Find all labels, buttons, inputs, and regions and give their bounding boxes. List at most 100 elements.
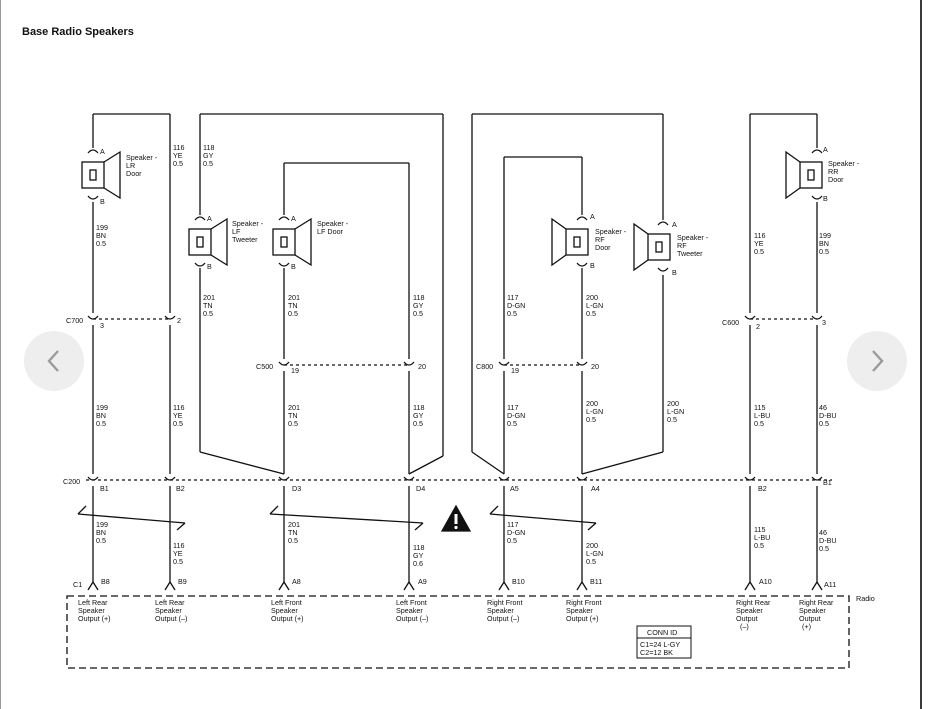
svg-text:Speaker -: Speaker - — [828, 159, 860, 168]
svg-text:GY: GY — [413, 301, 424, 310]
wire-label: 46D-BU0.5 — [819, 403, 837, 428]
svg-text:Speaker -: Speaker - — [232, 219, 264, 228]
speaker-rf-tweeter-label: Speaker - RF Tweeter — [677, 233, 709, 258]
speaker-lf-door-icon — [272, 216, 312, 267]
svg-text:B8: B8 — [101, 577, 110, 586]
speaker-lf-tweeter-icon — [188, 216, 228, 267]
svg-text:Speaker -: Speaker - — [595, 227, 627, 236]
svg-text:B2: B2 — [176, 484, 185, 493]
svg-text:D3: D3 — [292, 484, 301, 493]
pin-labels: A B A B A B A B A B A B — [100, 145, 828, 277]
svg-text:201: 201 — [288, 293, 300, 302]
svg-text:B11: B11 — [590, 577, 602, 586]
next-page-button[interactable] — [847, 331, 907, 391]
svg-text:0.5: 0.5 — [819, 247, 829, 256]
svg-text:116: 116 — [173, 143, 184, 152]
svg-text:Output (+): Output (+) — [271, 614, 304, 623]
svg-text:0.5: 0.5 — [96, 419, 106, 428]
svg-text:Right Rear: Right Rear — [799, 598, 834, 607]
svg-text:Tweeter: Tweeter — [232, 235, 258, 244]
svg-text:19: 19 — [291, 366, 299, 375]
left-border — [0, 0, 1, 709]
svg-text:Door: Door — [126, 169, 142, 178]
svg-text:Speaker -: Speaker - — [317, 219, 349, 228]
speaker-lr-door-label: Speaker - LR Door — [126, 153, 158, 178]
svg-text:0.5: 0.5 — [203, 159, 213, 168]
svg-text:Tweeter: Tweeter — [677, 249, 703, 258]
svg-text:0.5: 0.5 — [754, 541, 764, 550]
svg-text:0.5: 0.5 — [819, 419, 829, 428]
svg-text:Speaker: Speaker — [396, 606, 423, 615]
svg-text:0.5: 0.5 — [667, 415, 677, 424]
svg-text:Right Front: Right Front — [566, 598, 602, 607]
conn-id-box — [636, 625, 692, 659]
svg-text:B9: B9 — [178, 577, 187, 586]
svg-text:TN: TN — [288, 301, 298, 310]
svg-text:Output (–): Output (–) — [487, 614, 519, 623]
svg-text:Left Front: Left Front — [396, 598, 427, 607]
svg-text:L-BU: L-BU — [754, 533, 770, 542]
svg-text:199: 199 — [819, 231, 831, 240]
previous-page-button[interactable] — [24, 331, 84, 391]
connector-marks — [87, 315, 823, 591]
svg-text:A: A — [100, 147, 105, 156]
svg-text:D-BU: D-BU — [819, 411, 837, 420]
svg-text:RR: RR — [828, 167, 838, 176]
svg-text:0.5: 0.5 — [173, 557, 183, 566]
page-title: Base Radio Speakers — [22, 26, 134, 38]
svg-text:Door: Door — [595, 243, 611, 252]
svg-text:0.6: 0.6 — [413, 559, 423, 568]
connector-labels: C700 C500 C800 C600 C200 C1 — [63, 316, 739, 589]
speaker-lr-door-icon — [81, 149, 121, 200]
svg-text:Right Front: Right Front — [487, 598, 523, 607]
svg-text:GY: GY — [413, 411, 424, 420]
svg-text:B1: B1 — [100, 484, 109, 493]
svg-text:C600: C600 — [722, 318, 739, 327]
svg-text:116: 116 — [173, 403, 184, 412]
svg-text:118: 118 — [413, 403, 424, 412]
svg-text:TN: TN — [288, 528, 298, 537]
svg-text:Left Rear: Left Rear — [155, 598, 185, 607]
svg-text:0.5: 0.5 — [96, 536, 106, 545]
svg-text:0.5: 0.5 — [413, 309, 423, 318]
svg-text:199: 199 — [96, 403, 108, 412]
svg-text:116: 116 — [173, 541, 184, 550]
warning-triangle-icon — [440, 504, 472, 532]
svg-text:L-GN: L-GN — [586, 549, 603, 558]
svg-text:B: B — [672, 268, 677, 277]
svg-text:Left Front: Left Front — [271, 598, 302, 607]
svg-text:Output (–): Output (–) — [396, 614, 428, 623]
svg-text:Output (–): Output (–) — [155, 614, 187, 623]
svg-text:D-GN: D-GN — [507, 301, 525, 310]
svg-text:Speaker: Speaker — [487, 606, 514, 615]
wire-label: 46D-BU0.5 — [819, 528, 837, 553]
svg-text:0.5: 0.5 — [173, 419, 183, 428]
twisted-pair-marks — [77, 505, 597, 531]
svg-text:46: 46 — [819, 403, 827, 412]
svg-text:19: 19 — [511, 366, 519, 375]
svg-text:201: 201 — [203, 293, 215, 302]
svg-text:199: 199 — [96, 223, 108, 232]
svg-text:RF: RF — [595, 235, 605, 244]
connector-dashes — [86, 318, 832, 481]
svg-text:C2=12 BK: C2=12 BK — [640, 648, 673, 657]
svg-text:0.5: 0.5 — [288, 419, 298, 428]
svg-text:C200: C200 — [63, 477, 80, 486]
svg-text:200: 200 — [586, 399, 598, 408]
svg-text:BN: BN — [819, 239, 829, 248]
